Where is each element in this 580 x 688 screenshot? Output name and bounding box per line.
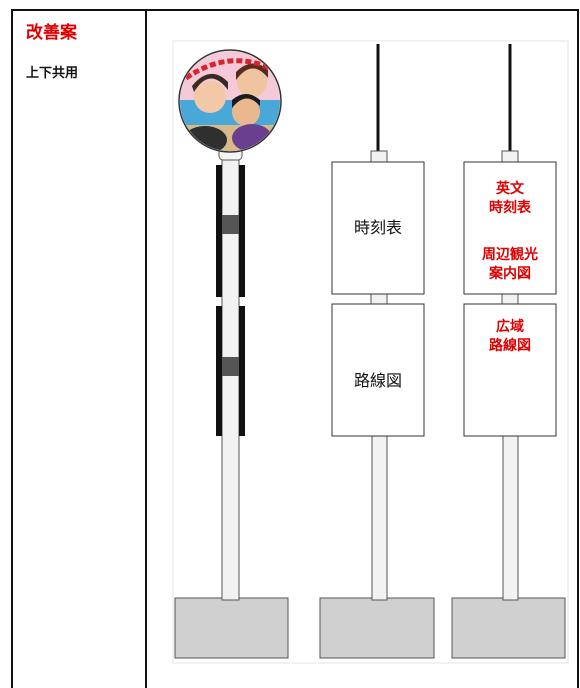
route-map-panel — [331, 303, 425, 437]
left-pole-bar-upper-right — [239, 165, 245, 297]
left-pole-bar-lower-right — [239, 306, 245, 436]
english-timetable-panel — [463, 161, 557, 295]
route-map-panel-label: 路線図 — [354, 371, 402, 390]
left-pole-bar-upper-left — [216, 165, 222, 297]
wide-area-route-panel — [463, 303, 557, 437]
english-timetable-line2: 時刻表 — [489, 199, 532, 216]
sightseeing-map-line1: 周辺観光 — [482, 246, 538, 263]
wide-area-route-line1: 広域 — [496, 318, 524, 335]
timetable-panel — [331, 161, 425, 295]
left-pole-base — [174, 597, 289, 659]
right-pole-base — [451, 597, 566, 659]
row-label: 上下共用 — [26, 66, 79, 81]
page-title: 改善案 — [26, 23, 77, 43]
middle-pole-base — [319, 597, 435, 659]
right-pole-top-cap — [501, 150, 519, 164]
timetable-panel-label: 時刻表 — [354, 218, 402, 237]
bus-stop-emblem-image — [178, 49, 282, 153]
sightseeing-map-line2: 案内図 — [488, 265, 531, 282]
middle-timetable-pole: 時刻表 路線図 — [319, 44, 435, 659]
right-pole-joint — [501, 292, 519, 306]
left-pole-clamp-upper — [222, 215, 239, 234]
wide-area-route-line2: 路線図 — [489, 337, 531, 354]
english-timetable-line1: 英文 — [495, 180, 525, 197]
left-pole-bar-lower-left — [216, 306, 222, 436]
table-column-divider — [145, 9, 147, 688]
table-frame — [11, 9, 579, 688]
right-info-pole: 英文 時刻表 周辺観光 案内図 広域 路線図 — [451, 44, 566, 659]
left-bus-stop-pole — [174, 49, 289, 659]
middle-pole-top-cap — [370, 150, 388, 164]
left-pole-clamp-lower — [222, 357, 239, 376]
middle-pole-joint — [370, 292, 388, 306]
